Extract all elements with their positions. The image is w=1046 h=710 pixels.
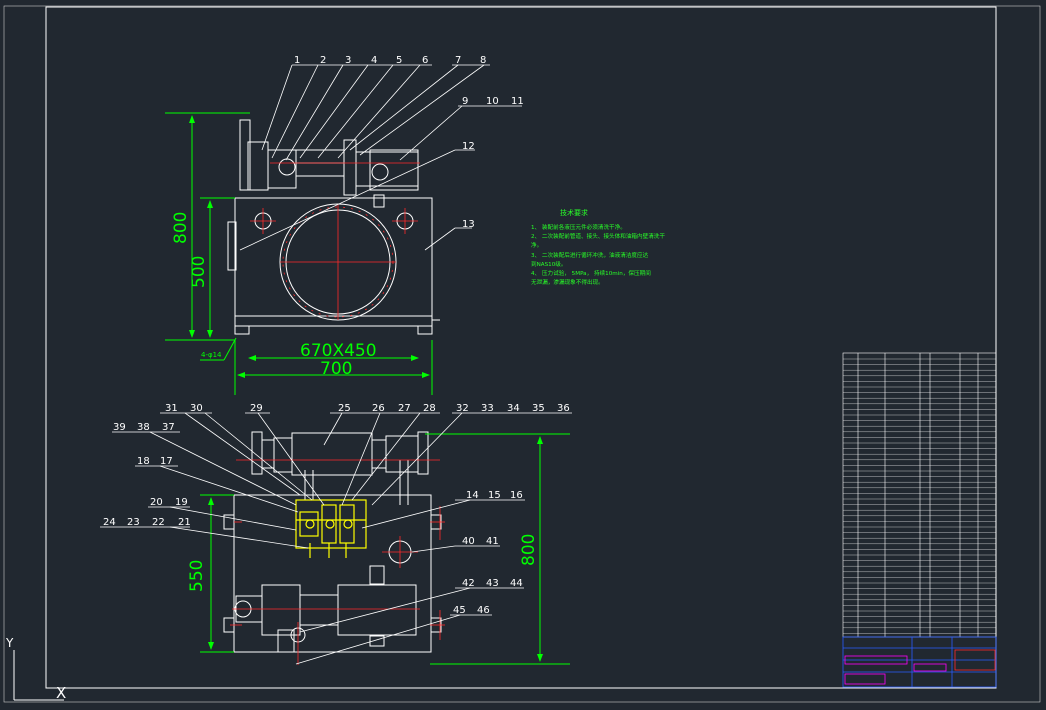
part-label: 34 <box>507 403 520 414</box>
part-label: 29 <box>250 403 263 414</box>
technical-note-line: 净。 <box>531 243 543 250</box>
part-label: 8 <box>480 55 486 66</box>
leader-lines-front <box>239 64 522 251</box>
part-label: 28 <box>423 403 436 414</box>
front-elevation-view <box>227 119 440 335</box>
part-label: 16 <box>510 490 523 501</box>
part-numbers-plan: 14 15 16 17 18 19 20 21 22 23 24 25 26 2… <box>103 403 570 616</box>
part-label: 30 <box>190 403 203 414</box>
center-lines-front <box>250 162 420 320</box>
dimensions-front <box>165 112 433 395</box>
part-label: 1 <box>294 55 300 66</box>
part-label: 18 <box>137 456 150 467</box>
part-label: 11 <box>511 96 524 107</box>
leader-lines-plan <box>100 412 572 665</box>
dim-700-width: 700 <box>320 359 352 379</box>
part-label: 26 <box>372 403 385 414</box>
ucs-y-label: Y <box>6 636 14 650</box>
part-label: 39 <box>113 422 126 433</box>
part-label: 33 <box>481 403 494 414</box>
technical-note-line: 无泄漏，渗漏现象不得出现。 <box>531 280 604 287</box>
center-lines-plan <box>210 459 445 665</box>
part-label: 31 <box>165 403 178 414</box>
ucs-x-label: X <box>56 684 67 702</box>
part-label: 42 <box>462 578 475 589</box>
part-label: 14 <box>466 490 479 501</box>
part-label: 25 <box>338 403 351 414</box>
part-label: 3 <box>345 55 351 66</box>
sheet-border <box>3 5 1041 703</box>
dim-800-front: 800 <box>171 212 191 244</box>
part-label: 9 <box>462 96 468 107</box>
ucs-icon <box>13 650 64 701</box>
technical-note-line: 3、 二次装配后进行循环冲洗，油液清洁度应达 <box>531 252 649 259</box>
part-label: 38 <box>137 422 150 433</box>
part-label: 10 <box>486 96 499 107</box>
technical-note-line: 4、 压力试验， 5MPa， 持续10min，保压期间 <box>531 271 651 278</box>
part-label: 37 <box>162 422 175 433</box>
part-label: 40 <box>462 536 475 547</box>
dim-mount-holes: 4-φ14 <box>201 351 222 359</box>
part-label: 43 <box>486 578 499 589</box>
technical-note-line: 到NAS10级。 <box>531 261 567 268</box>
part-label: 36 <box>557 403 570 414</box>
part-label: 4 <box>371 55 377 66</box>
dimensions-plan <box>200 433 570 665</box>
part-label: 6 <box>422 55 428 66</box>
part-label: 46 <box>477 605 490 616</box>
dim-500-tank: 500 <box>189 256 209 288</box>
part-label: 17 <box>160 456 173 467</box>
part-label: 7 <box>455 55 461 66</box>
part-label: 2 <box>320 55 326 66</box>
part-numbers-front: 1 2 3 4 5 6 7 8 9 10 11 12 13 <box>294 55 524 230</box>
drawing-border-outer <box>45 6 997 689</box>
dim-800-plan: 800 <box>519 534 539 566</box>
part-label: 21 <box>178 517 191 528</box>
part-label: 27 <box>398 403 411 414</box>
part-label: 24 <box>103 517 116 528</box>
part-label: 15 <box>488 490 501 501</box>
dim-tank-size: 670X450 <box>300 341 377 361</box>
part-label: 23 <box>127 517 140 528</box>
part-label: 41 <box>486 536 499 547</box>
part-label: 20 <box>150 497 163 508</box>
plan-view <box>223 431 442 653</box>
technical-notes: 1、 装配前各液压元件必须清洗干净。 2、 二次装配前管道、接头、接头体和油箱内… <box>531 224 681 288</box>
valve-stack <box>295 499 367 558</box>
parts-list-table <box>842 352 997 638</box>
technical-note-line: 1、 装配前各液压元件必须清洗干净。 <box>531 225 626 231</box>
part-label: 35 <box>532 403 545 414</box>
part-label: 5 <box>396 55 402 66</box>
part-label: 32 <box>456 403 469 414</box>
part-label: 22 <box>152 517 165 528</box>
part-label: 12 <box>462 141 475 152</box>
dim-550-plan: 550 <box>187 560 207 592</box>
technical-notes-title: 技术要求 <box>560 209 588 217</box>
part-label: 44 <box>510 578 523 589</box>
parts-list-rows <box>843 358 996 634</box>
part-label: 19 <box>175 497 188 508</box>
part-label: 45 <box>453 605 466 616</box>
title-block <box>842 636 997 688</box>
technical-note-line: 2、 二次装配前管道、接头、接头体和油箱内壁清洗干 <box>531 234 665 241</box>
part-label: 13 <box>462 219 475 230</box>
